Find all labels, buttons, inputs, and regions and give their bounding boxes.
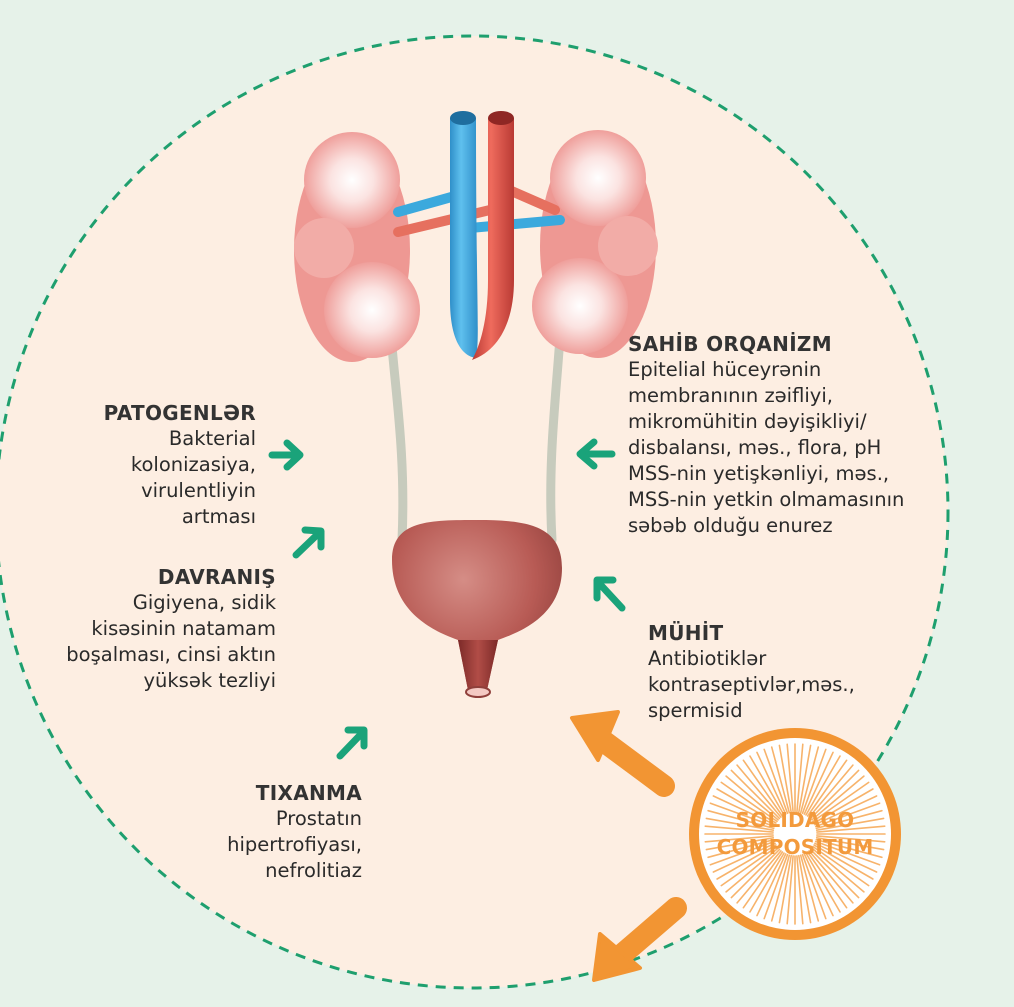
sahib-line: MSS-nin yetişkənliyi, məs., [628, 461, 948, 487]
tixanma-line: nefrolitiaz [150, 858, 362, 884]
sahib-line: membranının zəifliyi, [628, 383, 948, 409]
sun-label-line: COMPOSITUM [717, 835, 874, 859]
patogenler-line: Bakterial [60, 426, 256, 452]
muhit-block: MÜHİT Antibiotiklər kontraseptivlər,məs.… [648, 620, 888, 724]
davranis-line: Gigiyena, sidik [30, 590, 276, 616]
davranis-title: DAVRANIŞ [30, 564, 276, 590]
sahib-line: səbəb olduğu enurez [628, 513, 948, 539]
muhit-line: Antibiotiklər [648, 646, 888, 672]
muhit-title: MÜHİT [648, 620, 888, 646]
davranis-line: kisəsinin natamam [30, 616, 276, 642]
muhit-line: spermisid [648, 698, 888, 724]
vena-cava [450, 118, 478, 358]
sahib-line: mikromühitin dəyişikliyi/ [628, 409, 948, 435]
patogenler-line: kolonizasiya, [60, 452, 256, 478]
tixanma-line: Prostatın [150, 806, 362, 832]
muhit-line: kontraseptivlər,məs., [648, 672, 888, 698]
sahib-line: disbalansı, məs., flora, pH [628, 435, 948, 461]
sahib-line: Epitelial hüceyrənin [628, 357, 948, 383]
sahib-title: SAHİB ORQANİZM [628, 331, 948, 357]
patogenler-line: artması [60, 504, 256, 530]
davranis-line: boşalması, cinsi aktın [30, 642, 276, 668]
sun-label-line: SOLIDAGO [736, 808, 855, 832]
tixanma-block: TIXANMA Prostatın hipertrofiyası, nefrol… [150, 780, 362, 884]
sahib-orqanizm-block: SAHİB ORQANİZM Epitelial hüceyrənin memb… [628, 331, 948, 539]
patogenler-block: PATOGENLƏR Bakterial kolonizasiya, virul… [60, 400, 256, 530]
tixanma-title: TIXANMA [150, 780, 362, 806]
davranis-line: yüksək tezliyi [30, 668, 276, 694]
patogenler-line: virulentliyin [60, 478, 256, 504]
patogenler-title: PATOGENLƏR [60, 400, 256, 426]
davranis-block: DAVRANIŞ Gigiyena, sidik kisəsinin natam… [30, 564, 276, 694]
solidago-compositum-label: SOLIDAGO COMPOSITUM [690, 807, 900, 861]
tixanma-line: hipertrofiyası, [150, 832, 362, 858]
sahib-line: MSS-nin yetkin olmamasının [628, 487, 948, 513]
